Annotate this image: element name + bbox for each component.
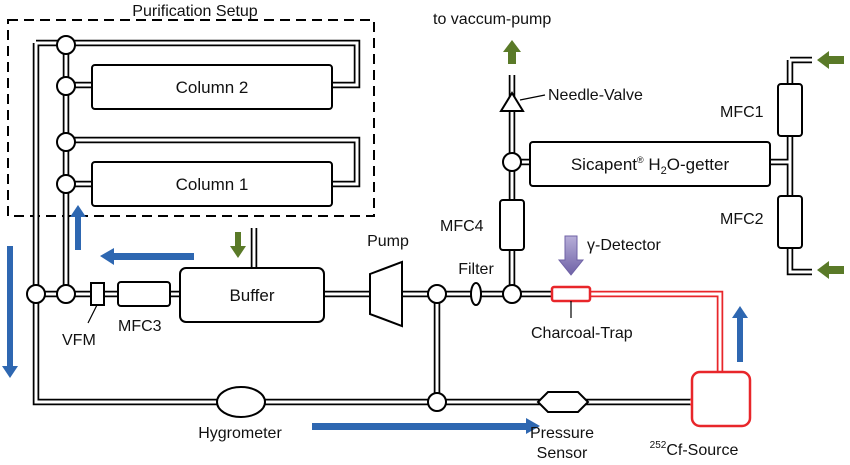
needle-valve-label: Needle-Valve <box>548 87 643 104</box>
filter-component <box>470 282 482 306</box>
pressure-sensor-label: Pressure <box>530 425 594 442</box>
valve <box>502 284 522 304</box>
vfm-component <box>90 282 105 306</box>
gas-inlet-arrow <box>817 261 844 279</box>
pressure-sensor-component <box>536 391 590 413</box>
valve <box>56 174 76 194</box>
flow-arrows <box>2 205 748 434</box>
flow-arrow-up-source <box>732 306 748 362</box>
vacuum-arrow <box>503 40 521 64</box>
mfc3-label: MFC3 <box>118 318 162 335</box>
buffer-component <box>179 267 325 323</box>
valve <box>26 284 46 304</box>
charcoal-label: Charcoal-Trap <box>531 325 633 342</box>
vfm-label: VFM <box>62 332 96 349</box>
pressure-sensor-label-2: Sensor <box>537 445 588 462</box>
getter-label: Sicapent® H2O-getter <box>571 155 730 177</box>
needle-valve-leader <box>519 94 546 101</box>
mfc4-component <box>499 199 525 251</box>
mfc1-component <box>777 83 803 137</box>
flow-arrow-down <box>2 246 18 378</box>
column-2 <box>91 64 333 110</box>
valves <box>26 35 522 412</box>
valve <box>56 284 76 304</box>
mfc2-component <box>777 195 803 249</box>
flow-arrow-right <box>312 418 540 434</box>
cf-source-label: 252Cf-Source <box>650 440 739 459</box>
hygrometer-label: Hygrometer <box>198 425 282 442</box>
valve <box>502 152 522 172</box>
hygrometer-component <box>216 386 266 418</box>
mfc2-label: MFC2 <box>720 211 764 228</box>
detector-arrow <box>557 235 585 276</box>
valve <box>56 35 76 55</box>
valve <box>56 76 76 96</box>
column-1 <box>91 161 333 207</box>
mfc1-label: MFC1 <box>720 104 764 121</box>
getter-component <box>529 141 771 187</box>
charcoal-trap <box>550 285 592 303</box>
valve <box>56 132 76 152</box>
purification-setup-box <box>7 19 375 217</box>
needle-valve-component <box>499 91 525 112</box>
buffer-inlet-arrow <box>230 232 246 258</box>
column-2-label: Column 2 <box>176 78 249 97</box>
pump-component <box>369 260 403 328</box>
to-vacuum-label: to vaccum-pump <box>433 11 551 28</box>
flow-arrow-up-column <box>70 205 86 250</box>
gas-inlet-arrow <box>817 51 844 69</box>
cf-source <box>690 370 752 428</box>
filter-label: Filter <box>458 261 494 278</box>
column-1-label: Column 1 <box>176 175 249 194</box>
purification-setup-label: Purification Setup <box>132 3 258 20</box>
mfc4-label: MFC4 <box>440 218 484 235</box>
buffer-label: Buffer <box>229 286 274 305</box>
detector-label: γ-Detector <box>587 237 661 254</box>
vfm-leader <box>87 304 98 324</box>
valve <box>427 392 447 412</box>
flow-arrow-left <box>100 248 194 265</box>
mfc3-component <box>117 281 171 307</box>
valve <box>427 284 447 304</box>
pump-label: Pump <box>367 233 409 250</box>
